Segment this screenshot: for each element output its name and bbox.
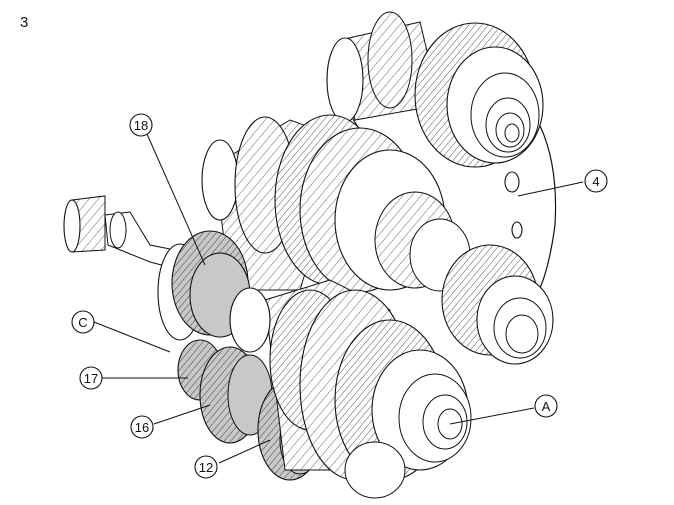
callout-17: 17 [79, 366, 103, 390]
figure-number: 3 [20, 14, 29, 31]
right-output-gear [441, 244, 554, 365]
callout-4-label: 4 [592, 174, 599, 189]
callout-16: 16 [130, 415, 154, 439]
leader-lines [93, 133, 584, 464]
callout-12-label: 12 [199, 460, 213, 475]
callout-4: 4 [584, 169, 608, 193]
callout-18: 18 [129, 113, 153, 137]
callout-A-label: A [542, 399, 551, 414]
callout-18-label: 18 [134, 118, 148, 133]
callout-A: A [534, 394, 558, 418]
callout-16-label: 16 [135, 420, 149, 435]
callout-C: C [71, 310, 95, 334]
callout-17-label: 17 [84, 371, 98, 386]
callout-12: 12 [194, 455, 218, 479]
lower-gear-cluster [229, 279, 472, 499]
middle-gear-cluster [201, 114, 471, 293]
callout-C-label: C [78, 315, 87, 330]
upper-shaft-assembly [326, 11, 544, 168]
